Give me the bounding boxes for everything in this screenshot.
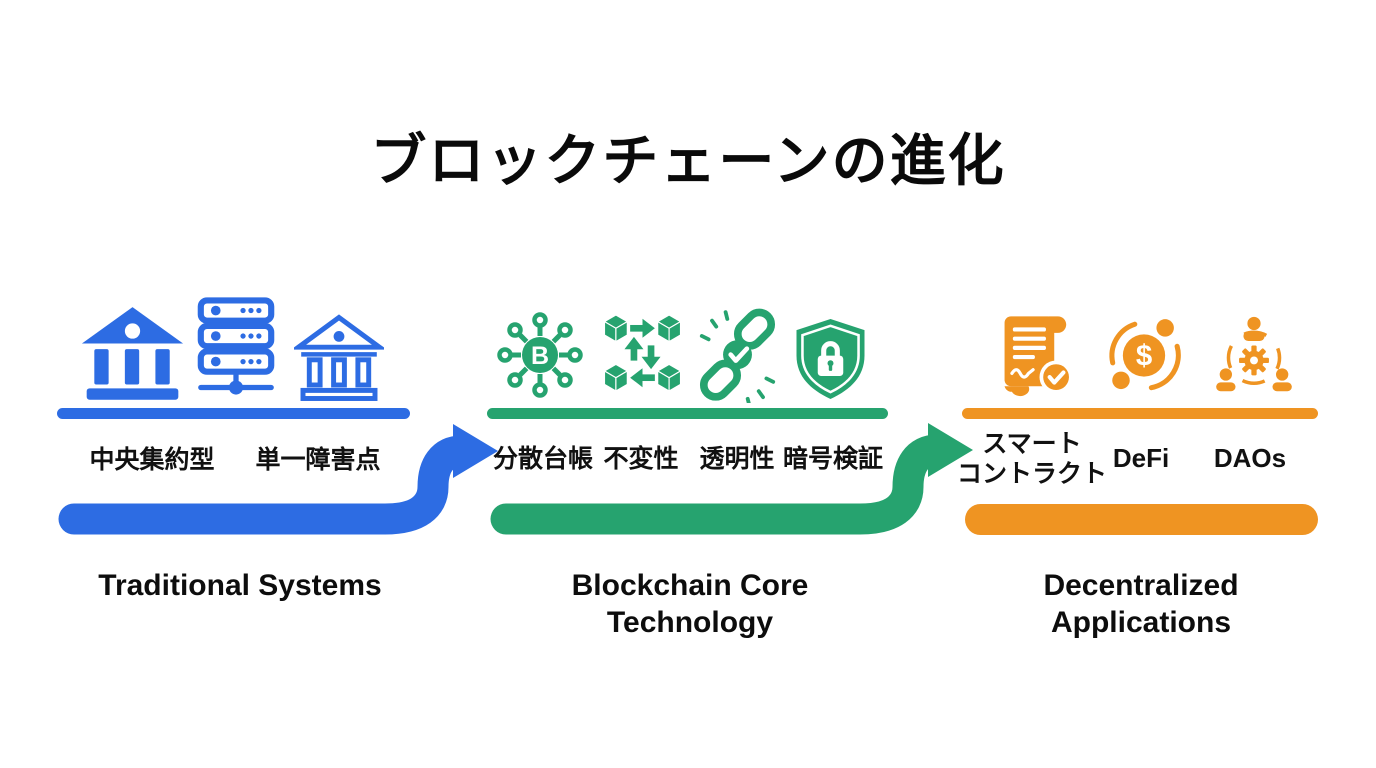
label-distributed-ledger: 分散台帳 [492,445,594,473]
stage-title-traditional: Traditional Systems [98,569,382,602]
stage-title-dapps: Decentralized Applications [1043,569,1239,639]
underline-dapps [962,408,1318,419]
flow-bar-orange [965,504,1318,535]
bitcoin-network-icon: B [490,305,590,405]
label-centralized: 中央集約型 [89,446,215,474]
shield-lock-icon [788,310,873,408]
page-title: ブロックチェーンの進化 [370,129,1006,192]
blocks-exchange-icon [595,303,690,403]
smart-contract-icon [988,306,1080,404]
stage-title-blockchain-core: Blockchain Core Technology [571,569,809,639]
server-rack-icon [192,290,280,405]
label-defi: DeFi [1112,443,1170,473]
flow-arrow-green [490,423,973,535]
label-crypto-verification: 暗号検証 [782,445,884,473]
svg-text:B: B [531,342,549,370]
label-immutability: 不変性 [603,445,679,473]
underline-blockchain [487,408,888,419]
label-smart-contract: スマート コントラクト [956,430,1108,488]
label-daos: DAOs [1213,443,1287,473]
chain-verified-icon [695,308,780,403]
flow-arrow-blue [58,424,498,535]
label-single-point-failure: 単一障害点 [255,446,381,474]
defi-coin-icon: $ [1098,308,1190,403]
label-transparency: 透明性 [699,445,775,473]
dao-people-icon [1210,310,1298,402]
bank-icon [80,303,185,403]
underline-traditional [57,408,410,419]
svg-text:$: $ [1136,340,1152,373]
bank-columns-icon [294,312,384,404]
